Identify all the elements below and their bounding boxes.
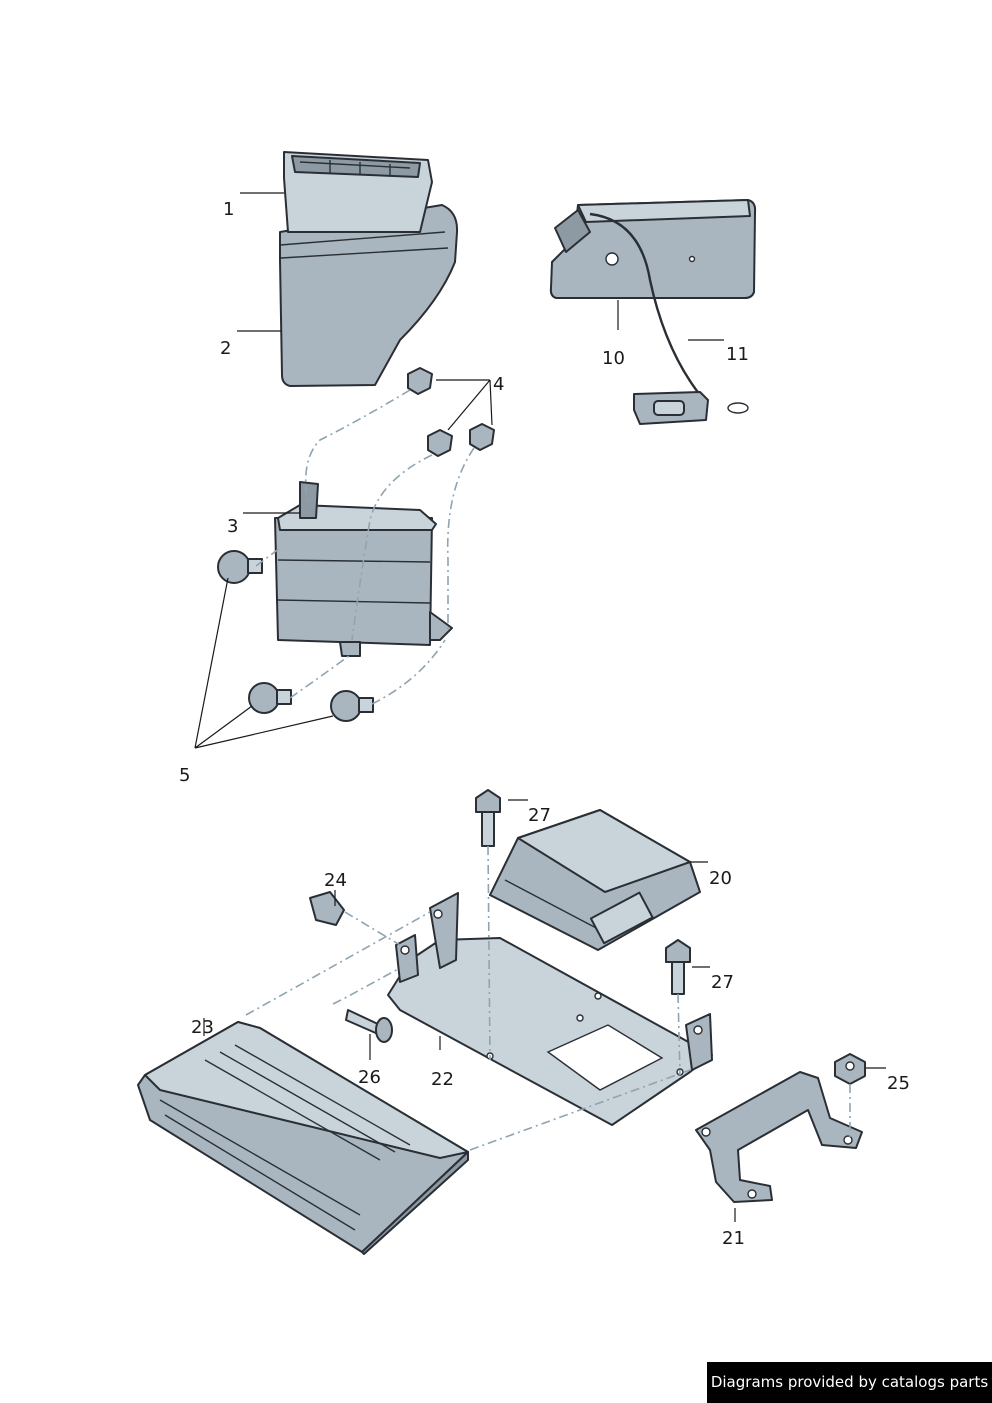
callout-21: 21 [722,1228,745,1249]
part-3-relay-box [274,481,453,657]
part-4-nuts [407,367,495,457]
callout-23: 23 [191,1017,214,1038]
callout-11: 11 [726,344,749,365]
leader-lines [194,192,886,1222]
callout-2: 2 [220,338,231,359]
part-2-holder [279,204,459,387]
part-1-insert [283,151,433,233]
part-24-clip [309,891,345,926]
callout-10: 10 [602,348,625,369]
callout-27-lower: 27 [711,972,734,993]
part-10-control-unit [549,199,757,299]
callout-3: 3 [227,516,238,537]
callout-1: 1 [223,199,234,220]
assembly-paths-lower [245,845,851,1151]
part-27-bolt-upper [475,789,501,847]
callout-27-upper: 27 [528,805,551,826]
part-27-bolt-lower [665,939,691,995]
callout-4: 4 [493,374,504,395]
callout-26: 26 [358,1067,381,1088]
part-25-nut [834,1053,866,1085]
credit-banner: Diagrams provided by catalogs parts [707,1362,992,1403]
callout-20: 20 [709,868,732,889]
part-21-bracket [695,1071,863,1203]
part-26-screw [345,1009,393,1043]
callout-5: 5 [179,765,190,786]
assembly-paths-upper [255,389,475,705]
part-5-bolts [217,550,374,722]
callout-25: 25 [887,1073,910,1094]
part-20-module [489,809,701,951]
callout-24: 24 [324,870,347,891]
part-23-cover [137,1021,469,1255]
part-22-mounting-plate [387,892,713,1126]
part-11-cable [589,212,749,425]
callout-22: 22 [431,1069,454,1090]
